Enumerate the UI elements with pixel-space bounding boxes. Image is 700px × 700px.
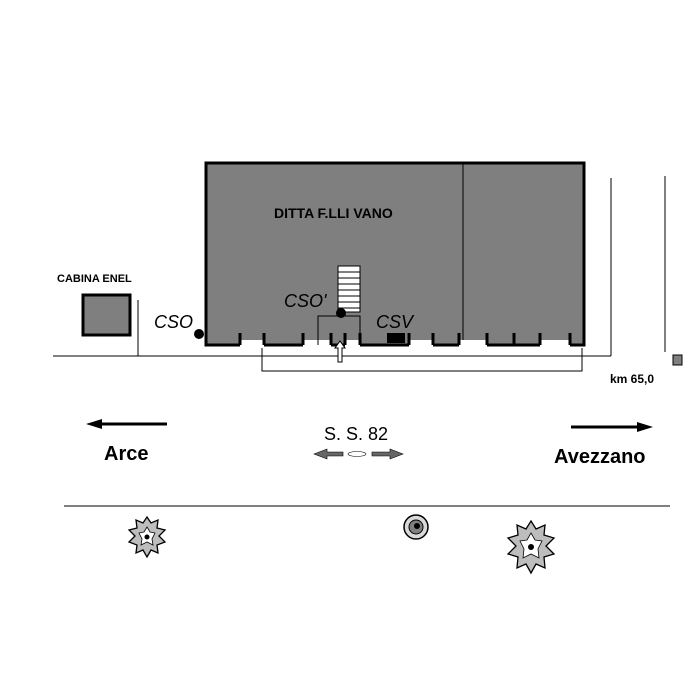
cabina-enel-box	[81, 293, 132, 337]
building-body	[204, 161, 586, 347]
entrance-arrow-icon	[334, 340, 346, 363]
road-label: S. S. 82	[324, 424, 388, 444]
avezzano-label: Avezzano	[554, 446, 646, 468]
building-name-label: DITTA F.LLI VANO	[274, 205, 393, 221]
cso-prime-label: CSO'	[284, 291, 327, 311]
staircase	[337, 265, 361, 313]
csv-box	[387, 333, 405, 343]
double-arrow-icon	[313, 448, 404, 460]
km-marker	[672, 354, 683, 366]
tree-icon	[127, 515, 167, 559]
km-label: km 65,0	[610, 372, 654, 386]
building	[204, 161, 586, 348]
cabina-label: CABINA ENEL	[57, 273, 132, 285]
arrow-right-icon	[571, 422, 653, 432]
arce-label: Arce	[104, 443, 148, 465]
tree-icon	[506, 519, 556, 575]
arrow-left-icon	[86, 419, 167, 429]
tree-icon	[403, 514, 429, 540]
cso-point	[194, 329, 204, 339]
cso-label: CSO	[154, 312, 193, 332]
csv-label: CSV	[376, 312, 415, 332]
front-doors	[240, 340, 570, 348]
cso-prime-point	[336, 308, 346, 318]
channel-outline	[261, 348, 583, 372]
